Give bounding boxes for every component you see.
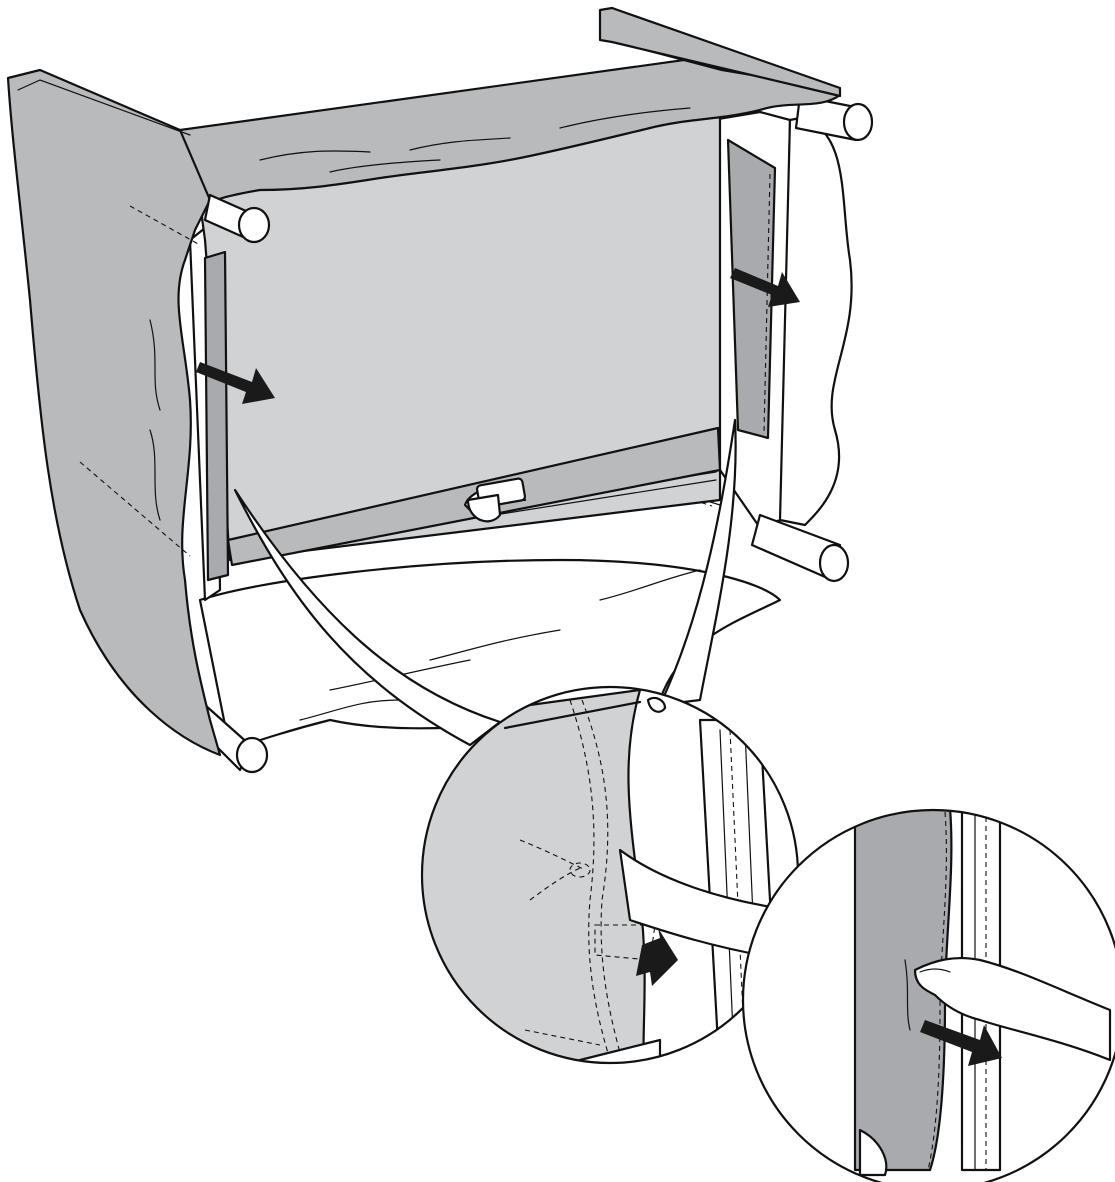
detail-circle-1 xyxy=(420,685,800,1065)
hand-icon xyxy=(913,956,1112,1062)
detail-circle-2 xyxy=(741,808,1115,1182)
right-inner-panel xyxy=(726,138,777,440)
arrow-right-icon xyxy=(730,268,800,307)
top-cover xyxy=(178,6,842,212)
direction-arrows xyxy=(196,268,800,404)
arrow-right-icon xyxy=(196,362,275,404)
left-side-panel xyxy=(6,68,271,757)
arrow-right-icon xyxy=(636,928,678,986)
arrow-right-icon xyxy=(920,1020,1002,1066)
